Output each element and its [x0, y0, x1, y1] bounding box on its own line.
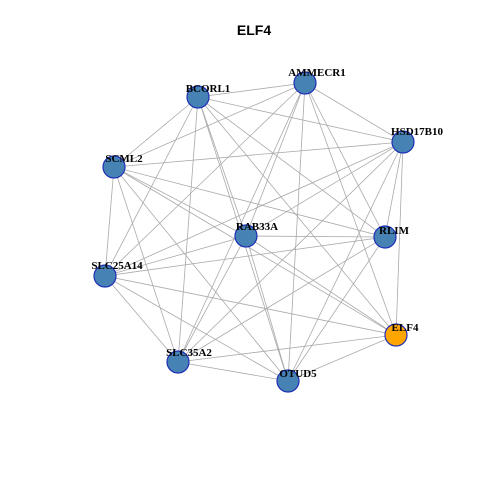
edge-ammecr1-slc25a14 — [104, 82, 306, 277]
edge-hsd17b10-slc35a2 — [177, 141, 404, 363]
node-otud5 — [276, 369, 300, 393]
edge-bcorl1-scml2 — [113, 96, 199, 168]
node-rlim — [373, 225, 397, 249]
node-hsd17b10 — [391, 130, 415, 154]
edge-bcorl1-slc35a2 — [177, 96, 199, 363]
edge-rlim-slc25a14 — [104, 236, 386, 277]
node-label-slc25a14: SLC25A14 — [91, 260, 143, 272]
edge-slc35a2-otud5 — [177, 361, 289, 382]
node-label-slc35a2: SLC35A2 — [166, 347, 212, 359]
edge-rlim-otud5 — [287, 236, 386, 382]
diagram-title: ELF4 — [237, 22, 271, 38]
edge-bcorl1-ammecr1 — [197, 82, 306, 98]
node-label-otud5: OTUD5 — [279, 368, 317, 380]
edge-ammecr1-rab33a — [245, 82, 306, 237]
node-label-elf4: ELF4 — [392, 322, 419, 334]
edge-ammecr1-scml2 — [113, 82, 306, 168]
edge-rlim-slc35a2 — [177, 236, 386, 363]
edge-slc25a14-otud5 — [104, 275, 289, 382]
edge-scml2-rlim — [113, 166, 386, 238]
edge-scml2-rab33a — [113, 166, 247, 237]
edge-bcorl1-rab33a — [197, 96, 247, 237]
edge-bcorl1-hsd17b10 — [197, 96, 404, 143]
node-slc25a14 — [93, 264, 117, 288]
edge-elf4-otud5 — [287, 334, 397, 382]
edge-rab33a-slc35a2 — [177, 235, 247, 363]
edge-rab33a-slc25a14 — [104, 235, 247, 277]
node-label-ammecr1: AMMECR1 — [288, 67, 345, 79]
node-label-hsd17b10: HSD17B10 — [391, 126, 443, 138]
node-label-rlim: RLIM — [379, 225, 410, 237]
edge-scml2-slc25a14 — [104, 166, 115, 277]
edge-ammecr1-rlim — [304, 82, 386, 238]
node-layer — [93, 71, 415, 393]
node-ammecr1 — [293, 71, 317, 95]
node-label-bcorl1: BCORL1 — [186, 83, 231, 95]
node-label-scml2: SCML2 — [105, 153, 143, 165]
edge-hsd17b10-scml2 — [113, 141, 404, 168]
edge-ammecr1-hsd17b10 — [304, 82, 404, 143]
edge-scml2-otud5 — [113, 166, 289, 382]
edge-ammecr1-elf4 — [304, 82, 397, 336]
edge-rab33a-rlim — [245, 235, 386, 238]
edge-hsd17b10-elf4 — [395, 141, 404, 336]
edge-slc25a14-slc35a2 — [104, 275, 179, 363]
edge-hsd17b10-slc25a14 — [104, 141, 404, 277]
node-label-rab33a: RAB33A — [236, 221, 278, 233]
edge-slc25a14-elf4 — [104, 275, 397, 336]
edge-bcorl1-elf4 — [197, 96, 397, 336]
edge-ammecr1-slc35a2 — [177, 82, 306, 363]
edge-bcorl1-rlim — [197, 96, 386, 238]
edge-ammecr1-otud5 — [287, 82, 306, 382]
node-slc35a2 — [166, 350, 190, 374]
edge-layer — [104, 82, 404, 382]
node-elf4 — [384, 323, 408, 347]
edge-hsd17b10-rlim — [384, 141, 404, 238]
edge-scml2-elf4 — [113, 166, 397, 336]
edge-elf4-slc35a2 — [177, 334, 397, 363]
node-rab33a — [234, 224, 258, 248]
node-bcorl1 — [186, 85, 210, 109]
node-scml2 — [102, 155, 126, 179]
edge-hsd17b10-rab33a — [245, 141, 404, 237]
edge-hsd17b10-otud5 — [287, 141, 404, 382]
